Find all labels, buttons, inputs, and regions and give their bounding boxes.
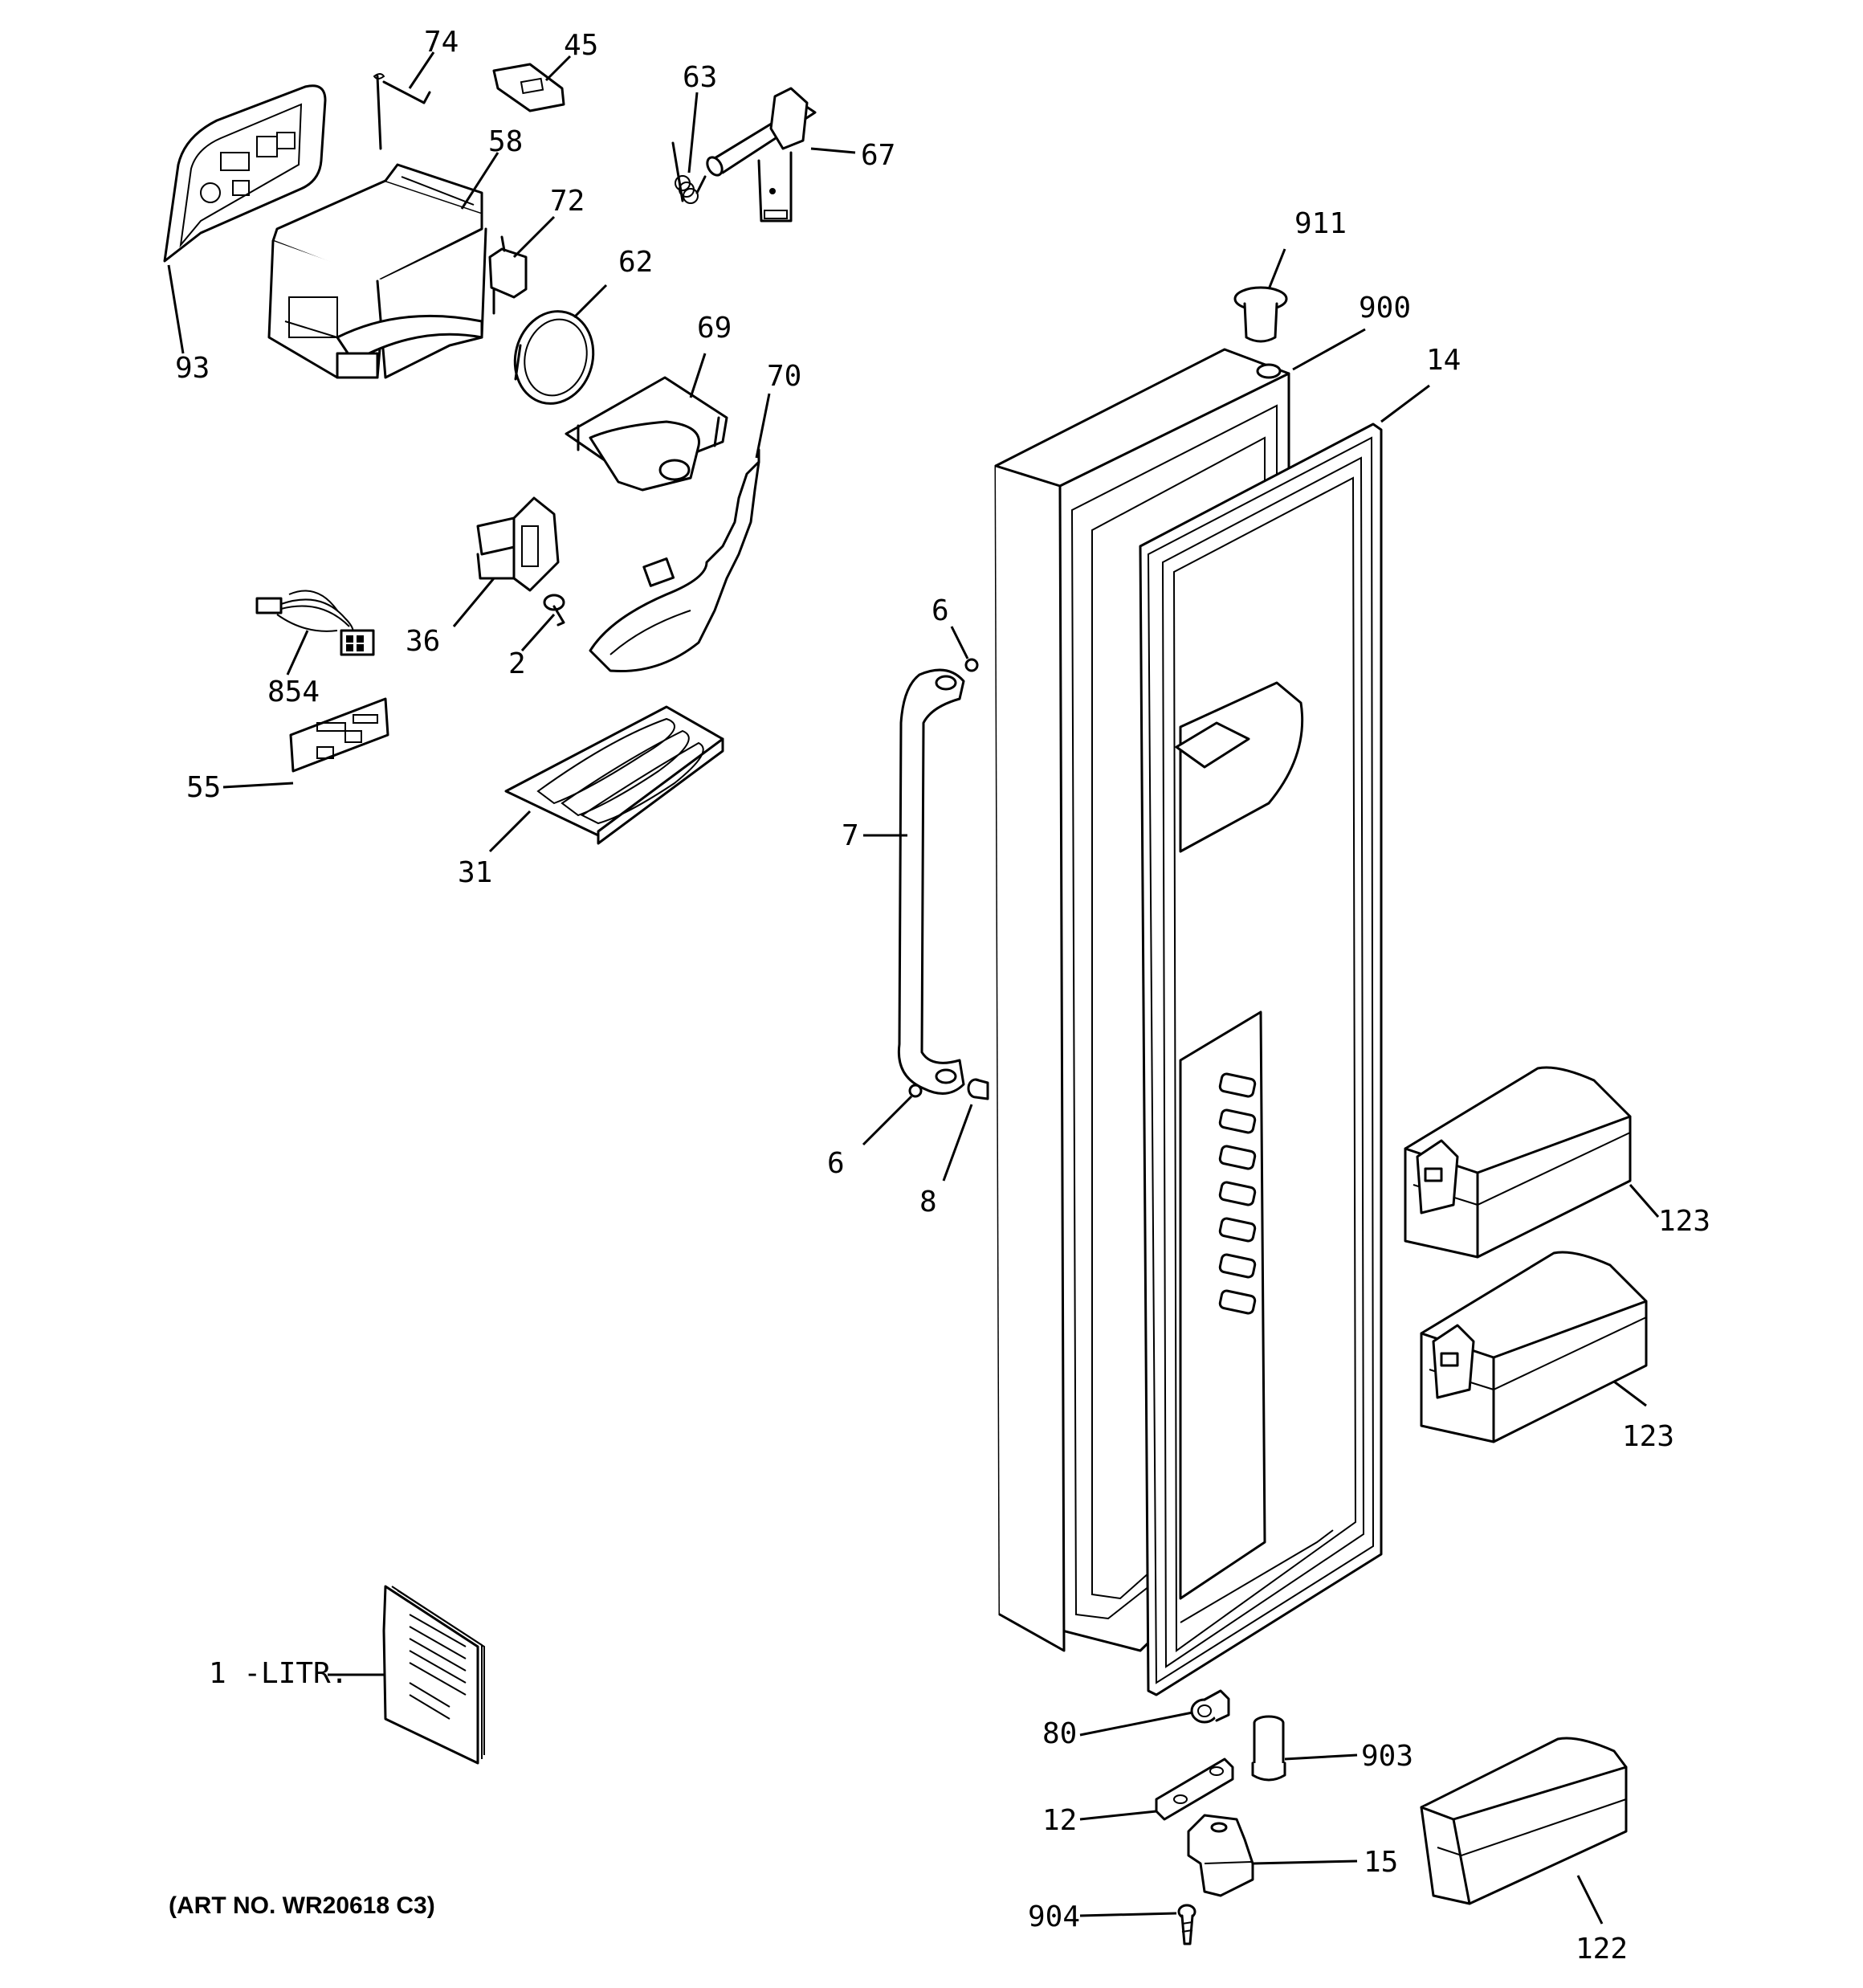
callout-12: 12	[1042, 1804, 1077, 1837]
part-31-drip-tray	[504, 705, 724, 845]
part-1-literature	[382, 1585, 485, 1765]
callout-62: 62	[618, 246, 653, 279]
part-123-lower-bin	[1420, 1251, 1648, 1443]
part-122-bin	[1420, 1737, 1628, 1905]
callout-63: 63	[683, 61, 717, 94]
part-7-handle	[897, 668, 965, 1095]
part-55-board	[289, 697, 389, 773]
part-80-bushing	[1190, 1689, 1230, 1724]
callout-70: 70	[767, 360, 801, 393]
part-72-switch	[488, 235, 528, 315]
callout-31: 31	[458, 856, 492, 889]
callout-123-lower: 123	[1622, 1420, 1674, 1453]
callout-1-litr: 1 -LITR.	[209, 1657, 348, 1690]
callout-904: 904	[1028, 1900, 1080, 1933]
callout-14: 14	[1426, 344, 1461, 377]
part-903-pin	[1251, 1715, 1286, 1782]
part-911-bushing	[1233, 286, 1288, 343]
part-74-spring	[373, 73, 431, 150]
part-93-control-board	[163, 84, 327, 263]
callout-122: 122	[1576, 1933, 1628, 1966]
part-904-screw	[1177, 1904, 1196, 1945]
part-8-stud	[967, 1078, 989, 1100]
part-69-chute-bracket	[565, 376, 728, 492]
callout-72: 72	[550, 185, 585, 218]
callout-58: 58	[488, 125, 523, 158]
part-854-harness	[255, 590, 375, 656]
callout-80: 80	[1042, 1717, 1077, 1750]
callout-93: 93	[175, 352, 210, 385]
leader-lines	[167, 51, 1660, 1925]
callout-45: 45	[564, 29, 598, 62]
callout-6-upper: 6	[932, 594, 949, 627]
part-62-ring	[513, 310, 595, 405]
part-2-screw	[543, 594, 565, 627]
callout-69: 69	[697, 312, 732, 345]
callout-36: 36	[406, 625, 440, 658]
callout-854: 854	[267, 676, 320, 708]
callout-911: 911	[1294, 207, 1347, 240]
callout-123-upper: 123	[1658, 1205, 1710, 1238]
callout-labels: 74 45 63 67 58 72 62 93 69 70 36 2 854 5…	[175, 26, 1710, 1966]
part-45-bracket	[492, 63, 565, 112]
part-36-bracket	[476, 496, 560, 592]
part-6-lower-screw	[908, 1084, 923, 1098]
part-6-upper-screw	[964, 658, 979, 672]
part-63-spring	[671, 141, 707, 204]
part-67-arm	[706, 87, 817, 222]
callout-15: 15	[1364, 1846, 1398, 1879]
art-number: (ART NO. WR20618 C3)	[169, 1892, 435, 1919]
part-14-gasket	[1139, 423, 1383, 1696]
callout-8: 8	[919, 1186, 937, 1219]
part-70-chute-door	[589, 448, 760, 673]
callout-67: 67	[861, 139, 895, 172]
callout-55: 55	[186, 771, 221, 804]
part-123-upper-bin	[1404, 1066, 1632, 1259]
callout-900: 900	[1359, 292, 1411, 325]
callout-6-lower: 6	[827, 1147, 845, 1180]
part-12-hinge-plate	[1155, 1757, 1234, 1821]
door-shelf-tabs	[1218, 1072, 1257, 1315]
part-15-hinge-bracket	[1187, 1814, 1254, 1897]
callout-2: 2	[508, 647, 526, 680]
callout-7: 7	[842, 819, 859, 852]
callout-903: 903	[1361, 1740, 1413, 1773]
part-58-housing	[267, 163, 487, 379]
callout-74: 74	[424, 26, 459, 59]
